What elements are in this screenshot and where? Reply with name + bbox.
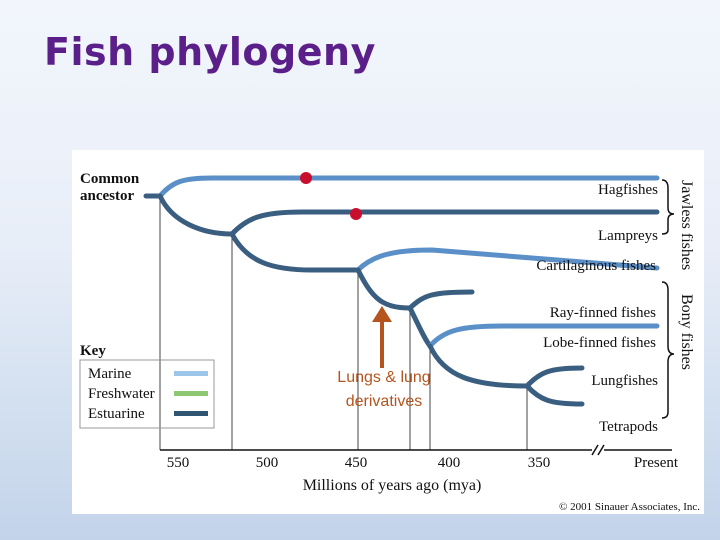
habitat-lines: [252, 204, 657, 414]
axis-tick-label: 550: [167, 455, 190, 471]
taxon-label: Hagfishes: [598, 182, 658, 198]
key-label-freshwater: Freshwater: [88, 386, 155, 402]
lobe-branch: [427, 323, 660, 349]
axis-tick-label: 400: [438, 455, 461, 471]
group-label-bony: Bony fishes: [678, 294, 695, 370]
cartilaginous-branch: [355, 247, 660, 273]
axis-tick-label: 450: [345, 455, 368, 471]
key-label-estuarine: Estuarine: [88, 406, 145, 422]
taxon-label: Tetrapods: [599, 419, 658, 435]
axis-title: Millions of years ago (mya): [303, 477, 482, 494]
lungs-annotation: Lungs & lung derivatives: [337, 306, 431, 410]
group-label-jawless: Jawless fishes: [678, 180, 695, 270]
hagfish-marker: [300, 172, 312, 184]
slide-title: Fish phylogeny: [44, 30, 376, 74]
axis-break: [591, 444, 605, 456]
root-label: ancestor: [80, 188, 134, 204]
annotation-line2: derivatives: [346, 393, 422, 410]
root-label: Common: [80, 171, 140, 187]
key-swatch-marine: [174, 371, 208, 376]
hagfish-branch: [157, 175, 660, 199]
taxon-label: Lungfishes: [591, 373, 658, 389]
phylogeny-figure: Hagfishes Lampreys Cartilaginous fishes …: [72, 150, 704, 514]
taxon-label: Lobe-finned fishes: [543, 335, 656, 351]
phylogeny-diagram: Hagfishes Lampreys Cartilaginous fishes …: [79, 171, 700, 513]
key-swatch-estuarine: [174, 411, 208, 416]
time-gridlines: [159, 198, 528, 450]
key-swatch-freshwater: [174, 391, 208, 396]
taxon-label: Ray-finned fishes: [550, 305, 656, 321]
key-title: Key: [80, 343, 106, 359]
key-box: [79, 359, 215, 429]
taxon-label: Cartilaginous fishes: [536, 258, 656, 274]
lamprey-marker: [350, 208, 362, 220]
annotation-line1: Lungs & lung: [337, 369, 430, 386]
taxon-label: Lampreys: [598, 228, 658, 244]
group-braces: [661, 179, 675, 419]
key-label-marine: Marine: [88, 366, 132, 382]
copyright-text: © 2001 Sinauer Associates, Inc.: [559, 501, 700, 513]
axis-tick-label: Present: [634, 455, 679, 471]
axis-tick-label: 500: [256, 455, 279, 471]
axis-tick-label: 350: [528, 455, 551, 471]
